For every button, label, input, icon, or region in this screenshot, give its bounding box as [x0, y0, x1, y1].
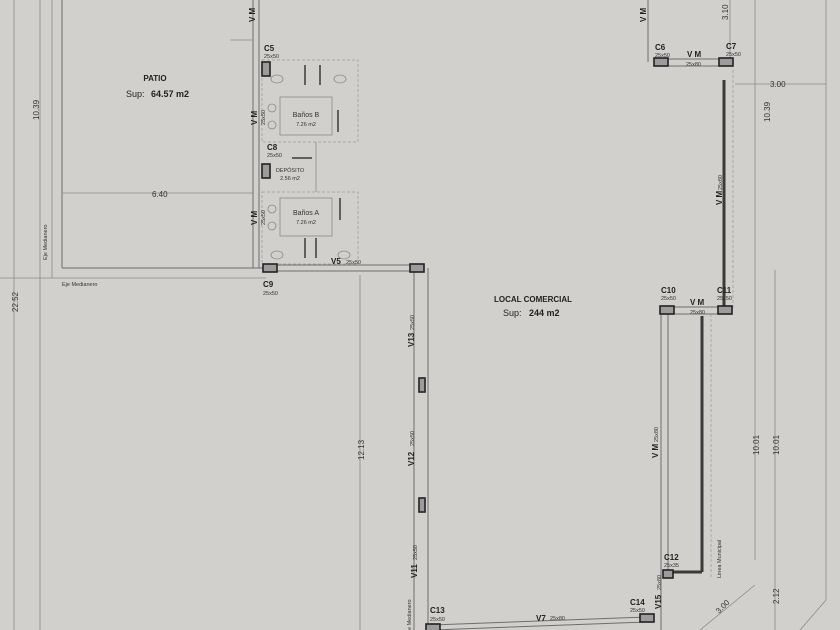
column-size: 25x50 [655, 53, 670, 59]
beam-label: V M [690, 298, 705, 307]
patio-area: 64.57 m2 [151, 89, 189, 99]
deposito-name: DEPÓSITO [276, 167, 305, 174]
column-size: 25x50 [717, 296, 732, 302]
column-label: C6 [655, 43, 666, 52]
local-name: LOCAL COMERCIAL [494, 295, 572, 304]
beam-label: V15 [654, 594, 663, 609]
beam-label: V M [715, 190, 724, 205]
dimensions: 10.39 6.40 22.52 12.13 3.00 3.10 10.39 1… [11, 4, 786, 616]
column-label: C11 [717, 286, 732, 295]
beam-size: 25x80 [690, 310, 705, 316]
beam-label: V M [250, 110, 259, 125]
beam-label: V M [651, 443, 660, 458]
column-size: 25x50 [267, 153, 282, 159]
patio-area-label: Sup: [126, 89, 145, 99]
beam-label: V M [250, 210, 259, 225]
dimension-3-00-top: 3.00 [770, 80, 786, 89]
eje-medianero-label: Eje Medianero [62, 282, 97, 288]
column-label: C8 [267, 143, 278, 152]
beam-size: 25x80 [550, 616, 565, 622]
beam-size: 25x80 [718, 175, 724, 190]
column-size: 25x35 [664, 563, 679, 569]
dimension-12-13: 12.13 [357, 439, 366, 460]
column-size: 25x50 [430, 617, 445, 623]
dimension-10-39-right: 10.39 [763, 101, 772, 122]
dimension-10-39-left: 10.39 [32, 99, 41, 120]
eje-medianero-vertical-label: Eje Medianero [43, 225, 49, 260]
beam-size: 25x80 [654, 427, 660, 442]
dimension-6-40: 6.40 [152, 190, 168, 199]
column-size: 25x50 [264, 54, 279, 60]
banos-b-area: 7.26 m2 [296, 122, 316, 128]
beam-label: V13 [407, 332, 416, 347]
beam-size: 25x80 [686, 62, 701, 68]
banos-b-name: Baños B [293, 112, 320, 119]
beam-label: V7 [536, 614, 546, 623]
beam-label: V5 [331, 257, 341, 266]
beam-labels: V M 25x80 V M 25x80 V M 25x80 V M 25x80 … [248, 7, 724, 623]
column-size: 25x50 [263, 291, 278, 297]
banos-a-area: 7.26 m2 [296, 220, 316, 226]
beam-label: V M [639, 7, 648, 22]
local-area-label: Sup: [503, 308, 522, 318]
column-label: C9 [263, 280, 274, 289]
column-label: C5 [264, 44, 275, 53]
columns [261, 57, 734, 630]
beam-label: V M [687, 50, 702, 59]
beam-size: 25x80 [657, 575, 663, 590]
beam-label: V11 [410, 564, 419, 578]
local-area: 244 m2 [529, 308, 560, 318]
column-size: 25x50 [661, 296, 676, 302]
beam-size: 25x50 [261, 210, 267, 225]
dimension-10-01-b: 10.01 [772, 434, 781, 455]
column-label: C12 [664, 553, 679, 562]
banos-a-name: Baños A [293, 210, 319, 217]
column-label: C14 [630, 598, 645, 607]
dimension-10-01-a: 10.01 [752, 434, 761, 455]
dimension-2-12: 2.12 [772, 588, 781, 604]
column-size: 25x50 [726, 52, 741, 58]
column-size: 25x50 [630, 608, 645, 614]
column-label: C7 [726, 42, 737, 51]
column-label: C13 [430, 606, 445, 615]
beam-label: V12 [407, 451, 416, 466]
beam-label: V M [248, 7, 257, 22]
beam-size: 25x50 [413, 545, 419, 560]
patio-name: PATIO [143, 74, 166, 83]
medianero-partial-label: e Medianero [407, 599, 413, 630]
fixtures [267, 74, 351, 260]
beam-size: 25x50 [346, 260, 361, 266]
beam-size: 25x50 [410, 431, 416, 446]
beam-size: 25x50 [261, 110, 267, 125]
deposito-area: 2.56 m2 [280, 176, 300, 182]
beam-size: 25x50 [410, 315, 416, 330]
dimension-3-10: 3.10 [721, 4, 730, 20]
column-label: C10 [661, 286, 676, 295]
linea-municipal-label: Linea Municipal [717, 540, 723, 578]
dimension-22-52: 22.52 [11, 291, 20, 312]
